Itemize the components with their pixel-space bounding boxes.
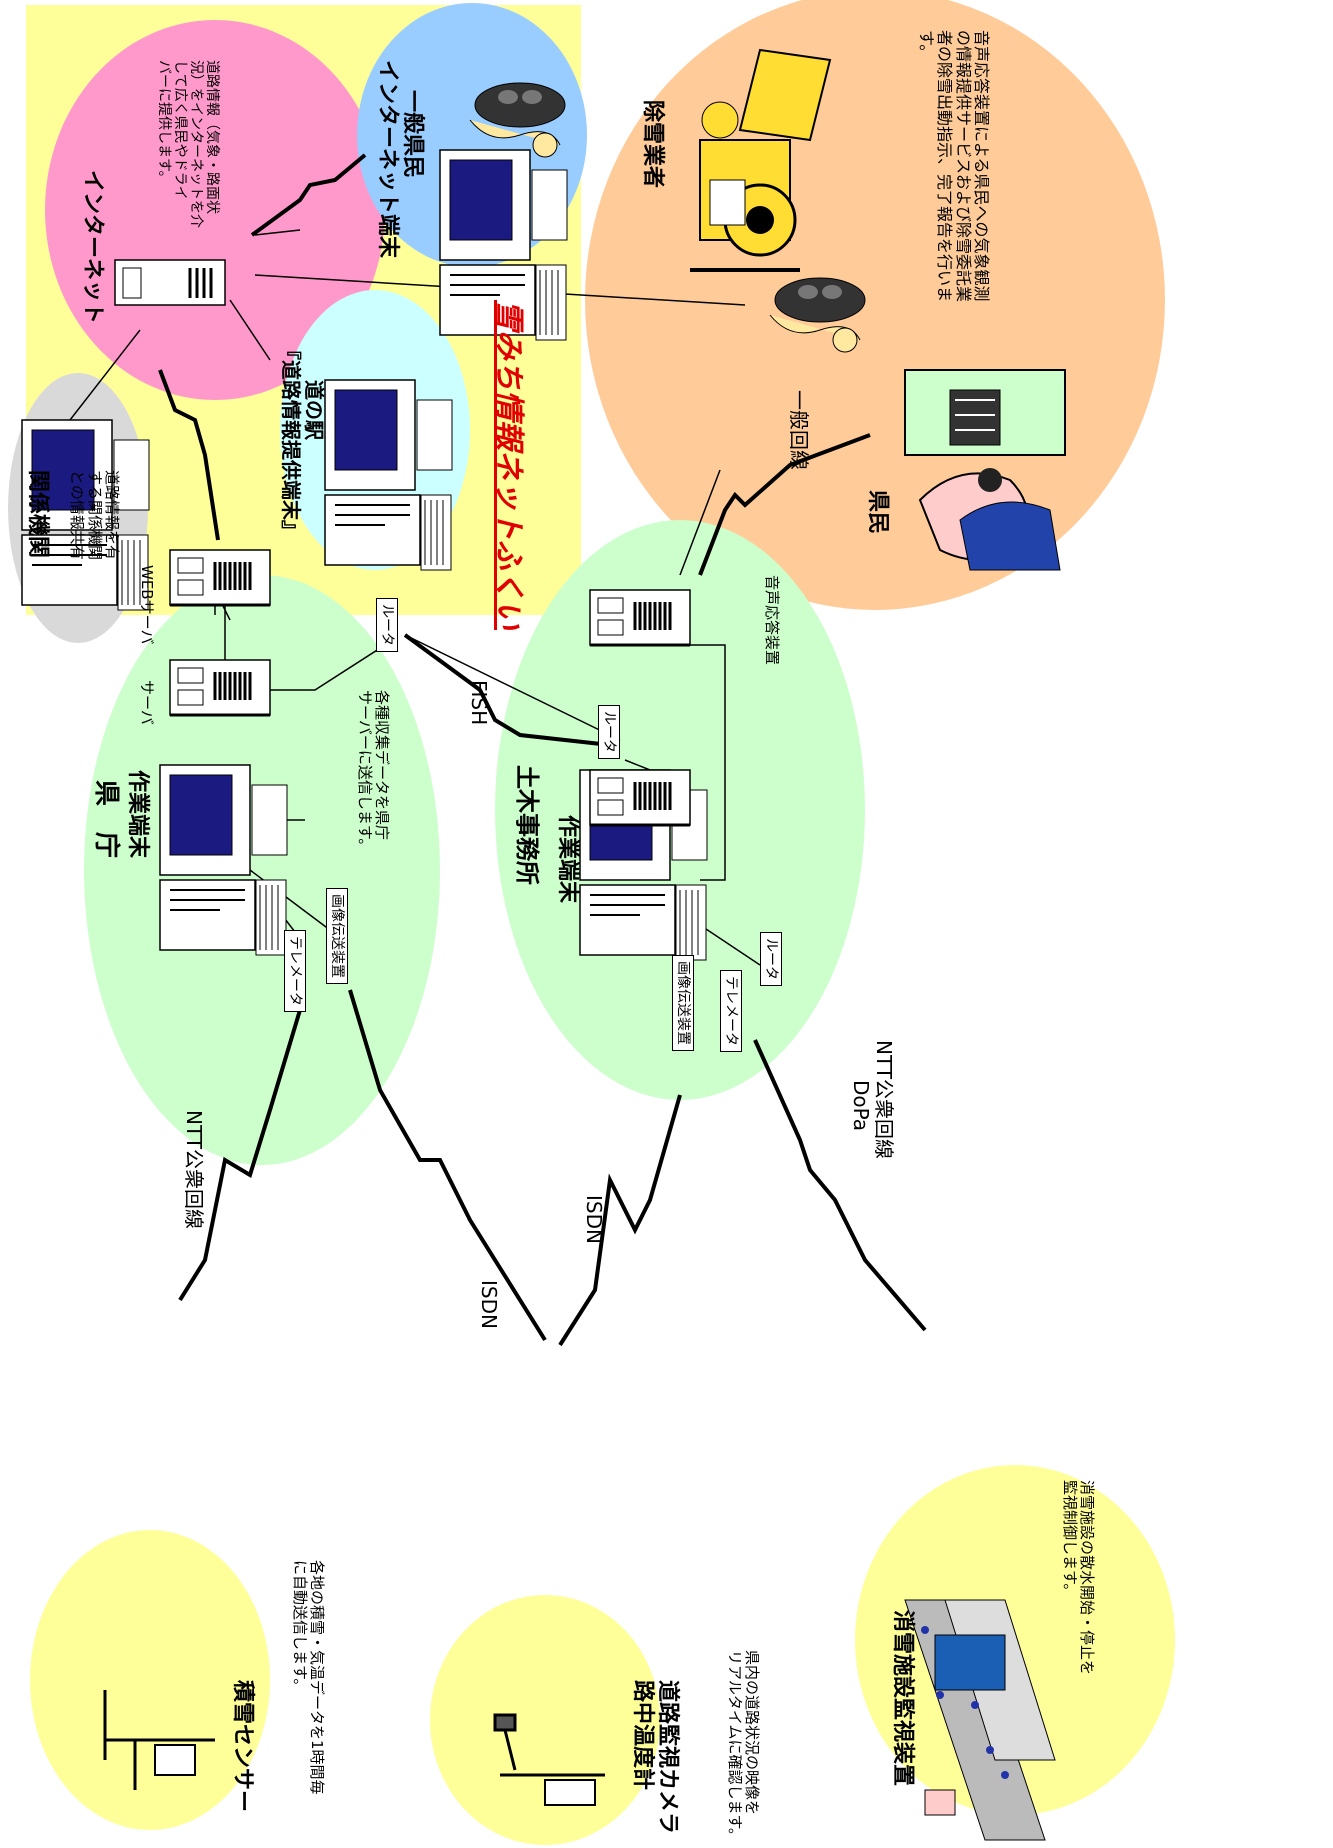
lightning-line-icon — [158, 369, 220, 541]
doboku-title: 土木事務所 — [513, 765, 541, 885]
sprinkler-monitor-icon — [904, 1599, 1056, 1841]
kencho-title: 県 庁 — [91, 780, 121, 859]
kencho-telemeter-label: テレメータ — [283, 930, 306, 1012]
lightning-line-icon — [178, 1009, 302, 1302]
lightning-line-icon — [698, 433, 871, 576]
sekisetsu-ellipse — [30, 1530, 270, 1830]
kencho-router-label: ルータ — [375, 598, 398, 652]
server-icon — [114, 259, 226, 306]
shosetsu-title: 消雪施設監視装置 — [890, 1610, 915, 1787]
lightning-line-icon — [348, 989, 547, 1342]
sekisetsu-desc: 各地の積雪・気温データを1時間毎 に自動送信します。 — [290, 1560, 326, 1795]
kenmin-title: 県民 — [865, 490, 890, 535]
snow-sensor-icon — [103, 1690, 215, 1790]
ippan-kenmin-title: 一般県民 インターネット端末 — [374, 60, 425, 259]
kencho-image-device-label: 画像伝送装置 — [325, 888, 348, 984]
doboku-telemeter-label: テレメータ — [719, 970, 742, 1052]
lightning-line-icon — [753, 1039, 927, 1332]
sekisetsu-title: 積雪センサー — [230, 1680, 255, 1813]
fish-label: FISH — [467, 680, 491, 726]
internet-title: インターネット — [80, 170, 105, 325]
kankei-title: 関係機関 — [25, 470, 50, 559]
jyosetsu-title: 除雪業者 — [640, 100, 665, 189]
kencho-server-label: サーバ — [138, 680, 156, 725]
ntt-dopa-label: NTT公衆回線 DoPa — [849, 1040, 896, 1160]
kencho-web-server-label: WEBサーバ — [138, 565, 156, 645]
ntt-kencho-label: NTT公衆回線 — [182, 1110, 206, 1230]
jyosetsu-desc: 音声応答装置による県民への気象観測 の情報提供サービスおよび除雪委託業 者の除雪… — [916, 30, 991, 303]
doboku-router-top-label: ルータ — [597, 705, 620, 759]
lightning-line-icon — [250, 153, 367, 237]
kencho-desc: 各種収集データを県庁 サーバーに送信します。 — [355, 690, 391, 854]
camera-icon — [493, 1713, 605, 1806]
doboku-terminal-label: 作業端末 — [555, 815, 580, 904]
doboku-voice-device-label: 音声応答装置 — [763, 575, 781, 666]
isdn-right-label: ISDN — [582, 1195, 606, 1244]
snowplow-icon — [690, 48, 832, 272]
server-icon — [588, 588, 692, 647]
server-icon — [168, 658, 272, 717]
doboku-image-device-label: 画像伝送装置 — [671, 955, 694, 1051]
lightning-line-icon — [403, 633, 611, 747]
server-icon — [168, 548, 272, 607]
camera-ellipse — [430, 1595, 660, 1845]
camera-title: 道路監視カメラ 路中温度計 — [629, 1680, 680, 1835]
internet-desc: 道路情報（気象・路面状 況）をインターネットを介 して広く県民やドライ バーに提… — [155, 60, 220, 228]
doboku-router-bottom-label: ルータ — [759, 932, 782, 986]
ippan-kaisen-label: 一般回線 — [787, 390, 811, 470]
isdn-left-label: ISDN — [477, 1280, 501, 1329]
lightning-line-icon — [558, 1094, 682, 1347]
kankei-desc: 道路情報を有 する関係機関 との情報共有 — [68, 470, 122, 561]
server-icon — [588, 768, 692, 827]
shosetsu-desc: 消雪施設の散水開始・停止を 監視制御します。 — [1060, 1480, 1096, 1676]
michinoeki-title: 道の駅 『道路情報提供端末』 — [279, 340, 326, 540]
camera-desc: 県内の道路状況の映像を リアルタイムに確認します。 — [725, 1650, 761, 1844]
title: 雪みち情報ネットふくい — [491, 300, 526, 630]
person-phone-icon — [904, 369, 1066, 571]
kencho-terminal-label: 作業端末 — [125, 770, 150, 859]
kencho-ellipse — [84, 575, 440, 1165]
